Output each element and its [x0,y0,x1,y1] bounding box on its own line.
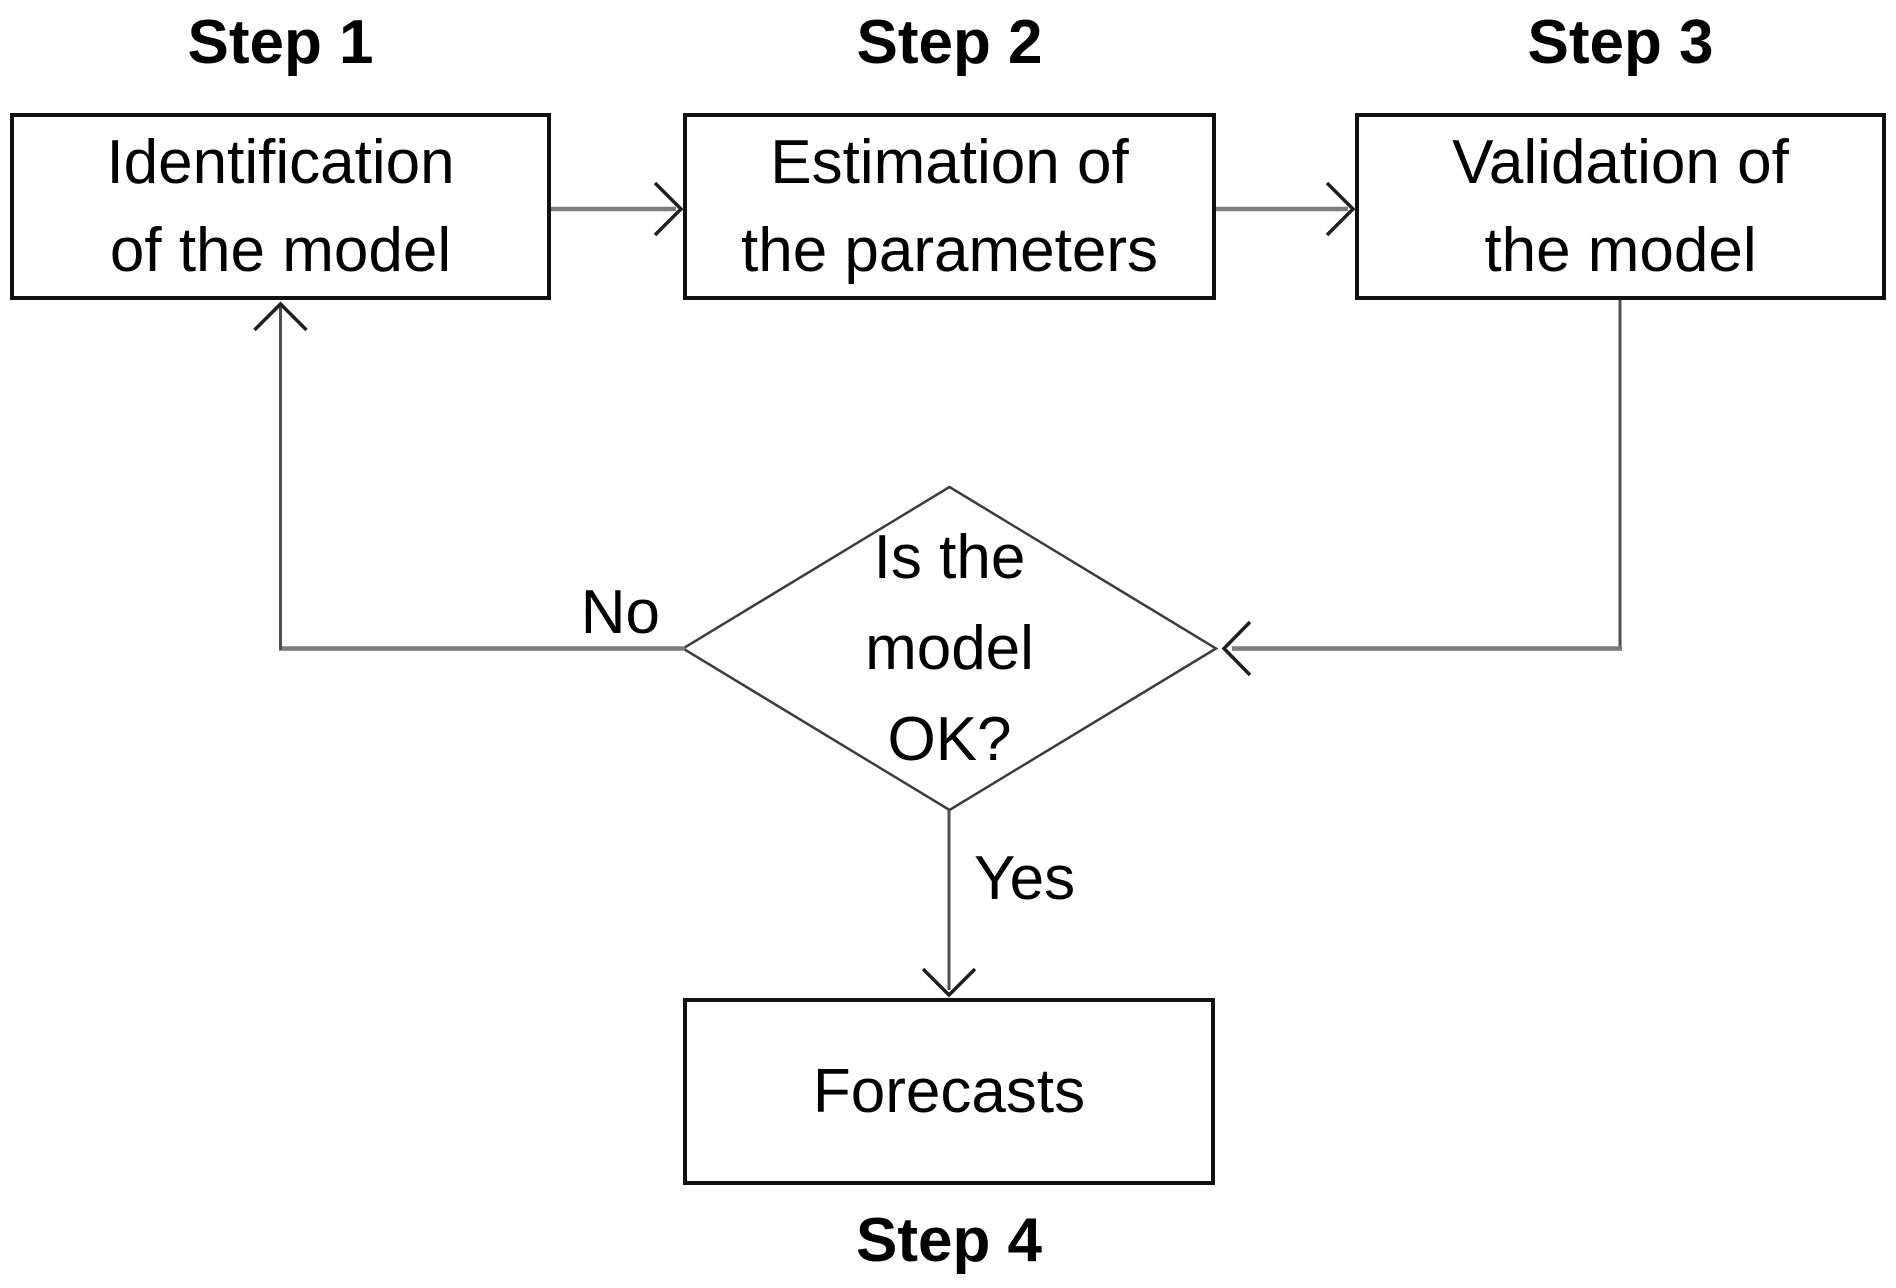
node-estimation-line1: Estimation of [770,127,1129,197]
arrowhead-right-into-step2 [653,181,684,237]
arrowhead-up-into-step1 [253,301,308,332]
decision-line2: model [865,614,1034,683]
node-identification: Identification of the model [10,113,551,300]
step1-caption: Step 1 [187,8,374,77]
node-identification-text: Identification of the model [14,119,547,295]
node-identification-line1: Identification [106,127,455,197]
node-estimation: Estimation of the parameters [683,113,1216,300]
edge-label-yes: Yes [974,844,1076,913]
edge-label-no: No [580,578,660,647]
decision-line1: Is the [873,523,1026,592]
node-validation-line1: Validation of [1452,127,1789,197]
decision-line3: OK? [887,705,1012,774]
arrowhead-down-into-forecasts [921,967,977,998]
node-validation-text: Validation of the model [1359,119,1882,295]
node-estimation-line2: the parameters [741,215,1158,285]
node-forecasts: Forecasts [683,998,1215,1185]
arrowhead-right-into-step3 [1325,181,1356,237]
step3-caption: Step 3 [1527,8,1714,77]
node-identification-line2: of the model [109,215,452,285]
node-estimation-text: Estimation of the parameters [687,119,1212,295]
arrowhead-left-into-diamond [1221,620,1252,677]
node-validation-line2: the model [1484,215,1757,285]
node-validation: Validation of the model [1355,113,1886,300]
step4-caption: Step 4 [855,1206,1043,1275]
step2-caption: Step 2 [856,8,1043,77]
decision-diamond-text: Is the model OK? [683,512,1216,785]
node-forecasts-text: Forecasts [812,1056,1086,1126]
